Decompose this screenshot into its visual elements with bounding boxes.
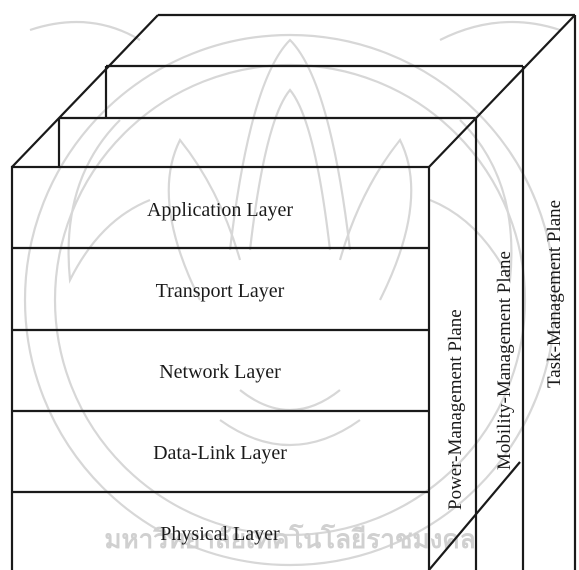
layer-label-data-link: Data-Link Layer	[153, 442, 287, 464]
layer-label-application: Application Layer	[147, 199, 293, 221]
plane-label-power: Power-Management Plane	[445, 309, 466, 510]
cube-outline	[10, 13, 577, 570]
layer-label-network: Network Layer	[159, 361, 281, 383]
plane-label-task: Task-Management Plane	[544, 200, 565, 388]
layer-label-physical: Physical Layer	[160, 523, 280, 545]
front-face	[10, 165, 431, 570]
watermark-text: มหาวิทยาลัยเทคโนโลยีราชมงคล	[104, 523, 475, 555]
plane-label-mobility: Mobility-Management Plane	[494, 251, 515, 470]
layer-label-transport: Transport Layer	[156, 280, 285, 302]
